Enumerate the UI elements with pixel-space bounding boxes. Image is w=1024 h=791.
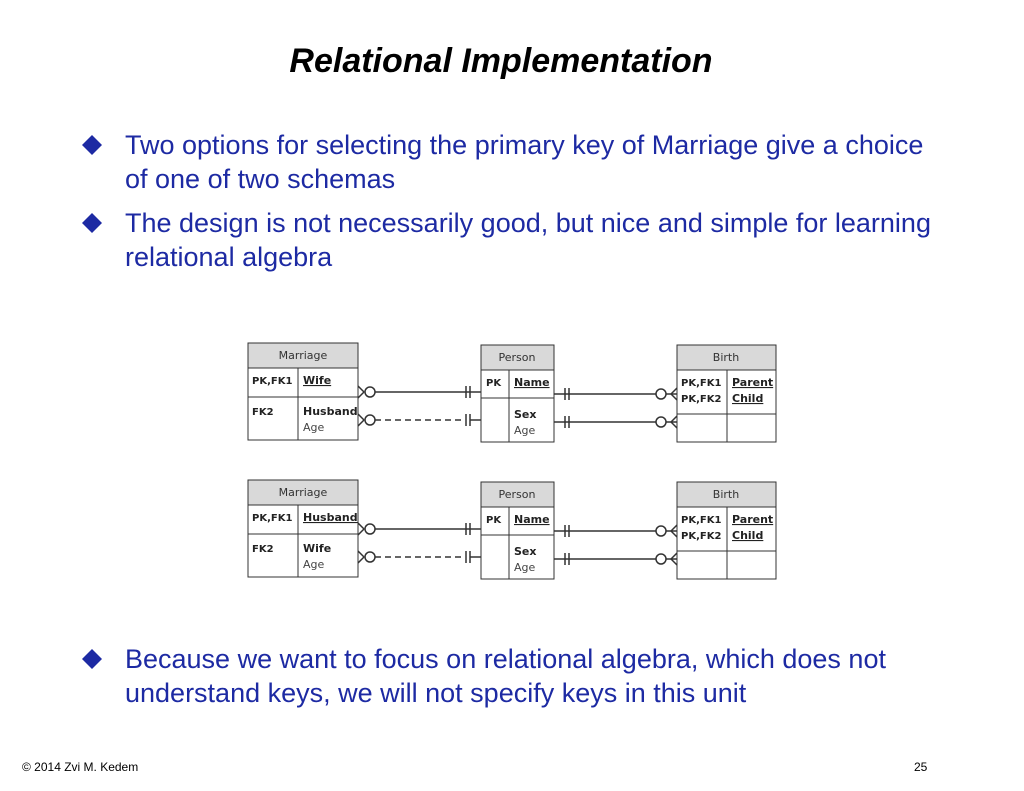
table-marriage: Marriage PK,FK1 Husband FK2 Wife Age [247, 479, 359, 578]
attribute: Age [303, 558, 325, 571]
key-label: PK,FK2 [681, 394, 721, 405]
key-label: PK [486, 378, 502, 389]
attribute: Sex [514, 408, 536, 421]
table-title: Person [499, 488, 536, 501]
table-birth: Birth PK,FK1 PK,FK2 Parent Child [676, 481, 777, 580]
relationship-marriage-person-solid [357, 385, 481, 399]
diamond-icon [82, 213, 102, 233]
key-label: PK,FK1 [252, 513, 292, 524]
bullet-item: Two options for selecting the primary ke… [82, 128, 942, 196]
key-label: PK,FK1 [252, 376, 292, 387]
attribute: Wife [303, 374, 331, 387]
attribute: Husband [303, 405, 358, 418]
table-title: Birth [713, 488, 739, 501]
table-person: Person PK Name Sex Age [480, 481, 555, 580]
relationship-person-birth-2 [554, 415, 678, 429]
relationship-person-birth-1 [554, 524, 678, 538]
key-label: FK2 [252, 544, 274, 555]
key-label: PK,FK2 [681, 531, 721, 542]
bullet-text: The design is not necessarily good, but … [125, 208, 931, 272]
key-label: PK,FK1 [681, 515, 721, 526]
page-number: 25 [914, 760, 928, 774]
attribute: Age [514, 561, 536, 574]
relationship-marriage-person-solid [357, 522, 481, 536]
diamond-icon [82, 135, 102, 155]
attribute: Age [514, 424, 536, 437]
key-label: FK2 [252, 407, 274, 418]
bullet-item: Because we want to focus on relational a… [82, 642, 942, 710]
attribute: Name [514, 513, 550, 526]
attribute: Wife [303, 542, 331, 555]
attribute: Parent [732, 513, 773, 526]
attribute: Husband [303, 511, 358, 524]
bullet-item: The design is not necessarily good, but … [82, 206, 942, 274]
bullet-text: Two options for selecting the primary ke… [125, 130, 924, 194]
table-title: Marriage [279, 349, 328, 362]
footer-copyright: © 2014 Zvi M. Kedem [22, 760, 139, 774]
relationship-marriage-person-dashed [357, 413, 481, 427]
key-label: PK,FK1 [681, 378, 721, 389]
attribute: Child [732, 392, 763, 405]
schema-1: Marriage PK,FK1 Wife FK2 Husband Age Per… [247, 342, 777, 443]
relationship-marriage-person-dashed [357, 550, 481, 564]
attribute: Child [732, 529, 763, 542]
schema-2: Marriage PK,FK1 Husband FK2 Wife Age Per… [247, 479, 777, 580]
slide-title: Relational Implementation [289, 42, 713, 80]
table-title: Person [499, 351, 536, 364]
table-marriage: Marriage PK,FK1 Wife FK2 Husband Age [247, 342, 359, 441]
bullet-text: Because we want to focus on relational a… [125, 644, 886, 708]
relationship-person-birth-1 [554, 387, 678, 401]
table-title: Birth [713, 351, 739, 364]
relationship-person-birth-2 [554, 552, 678, 566]
attribute: Age [303, 421, 325, 434]
attribute: Sex [514, 545, 536, 558]
attribute: Name [514, 376, 550, 389]
table-birth: Birth PK,FK1 PK,FK2 Parent Child [676, 344, 777, 443]
table-title: Marriage [279, 486, 328, 499]
diamond-icon [82, 649, 102, 669]
table-person: Person PK Name Sex Age [480, 344, 555, 443]
attribute: Parent [732, 376, 773, 389]
key-label: PK [486, 515, 502, 526]
